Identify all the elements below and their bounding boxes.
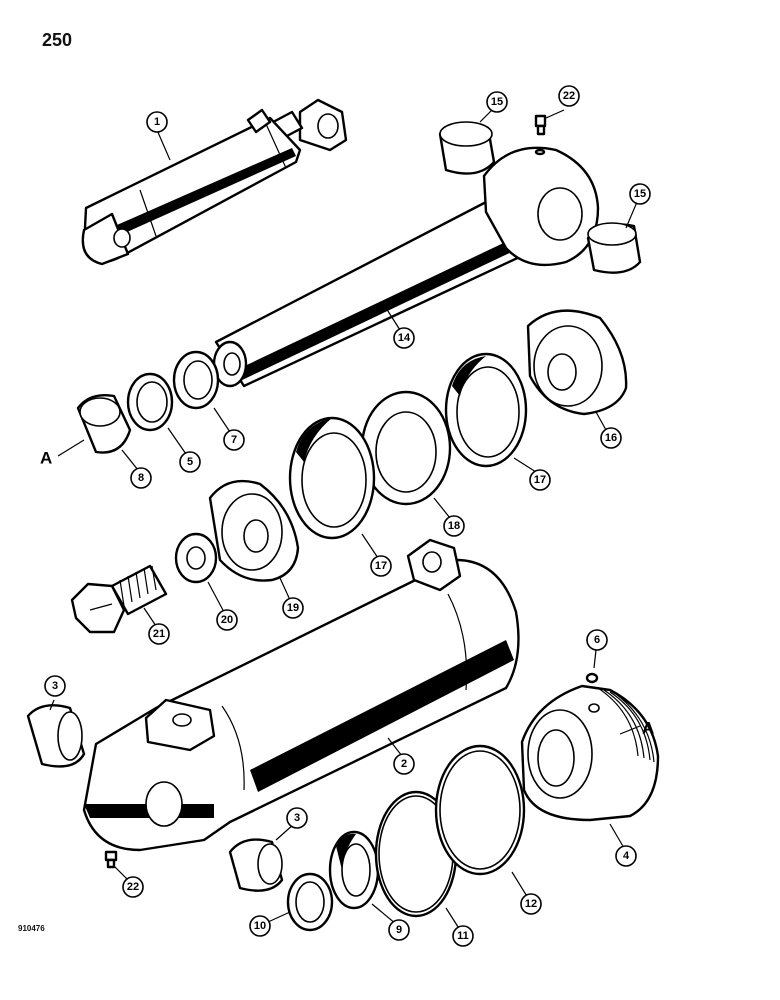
part-21-bolt — [70, 564, 168, 634]
part-3-bushing-left — [26, 704, 86, 768]
svg-text:2: 2 — [401, 758, 407, 770]
svg-text:17: 17 — [534, 474, 546, 486]
svg-text:9: 9 — [396, 924, 402, 936]
part-5-seal-ring — [126, 372, 174, 432]
svg-text:14: 14 — [398, 332, 411, 344]
svg-text:3: 3 — [52, 680, 58, 692]
part-9-rod-seal — [328, 830, 380, 910]
svg-text:4: 4 — [623, 850, 630, 862]
part-17-piston-ring-upper — [444, 352, 528, 468]
callout-4: 4 — [615, 845, 637, 867]
svg-text:10: 10 — [254, 920, 266, 932]
callout-6: 6 — [586, 629, 608, 651]
part-17-piston-ring-lower — [288, 416, 376, 540]
svg-text:19: 19 — [287, 602, 299, 614]
svg-text:8: 8 — [138, 472, 144, 484]
callout-19: 19 — [282, 597, 304, 619]
part-14-piston-rod — [212, 146, 600, 388]
svg-text:3: 3 — [294, 812, 300, 824]
callout-1: 1 — [146, 111, 168, 133]
section-marker-a-right: A — [642, 719, 654, 738]
svg-text:12: 12 — [525, 898, 537, 910]
callout-14: 14 — [393, 327, 415, 349]
part-1-cylinder-assembly — [81, 98, 348, 266]
svg-text:18: 18 — [448, 520, 460, 532]
part-3-bushing-lower — [228, 838, 284, 892]
callout-15-upper: 15 — [486, 91, 508, 113]
svg-text:15: 15 — [491, 96, 503, 108]
part-19-piston — [208, 479, 300, 582]
callout-3-lower: 3 — [286, 807, 308, 829]
callout-5: 5 — [179, 451, 201, 473]
callout-3-left: 3 — [44, 675, 66, 697]
svg-text:22: 22 — [563, 90, 575, 102]
part-2-cylinder-tube — [82, 538, 520, 852]
callout-8: 8 — [130, 467, 152, 489]
callout-22-lower: 22 — [122, 876, 144, 898]
part-22-grease-fitting-top — [534, 114, 547, 136]
callout-18: 18 — [443, 515, 465, 537]
svg-text:15: 15 — [634, 188, 646, 200]
svg-text:20: 20 — [221, 614, 233, 626]
svg-text:7: 7 — [231, 434, 237, 446]
part-4-gland — [520, 672, 660, 822]
callout-21: 21 — [148, 623, 170, 645]
part-10-backup-ring — [286, 872, 334, 932]
callout-11: 11 — [452, 925, 474, 947]
svg-text:21: 21 — [153, 628, 165, 640]
callout-17-upper: 17 — [529, 469, 551, 491]
callout-17-lower: 17 — [370, 555, 392, 577]
part-16-head — [526, 309, 628, 416]
svg-text:1: 1 — [154, 116, 160, 128]
callout-7: 7 — [223, 429, 245, 451]
part-18-seal — [360, 390, 452, 506]
callout-9: 9 — [388, 919, 410, 941]
svg-text:22: 22 — [127, 881, 139, 893]
part-7-rod-seal — [172, 350, 220, 410]
part-8-wiper-seal — [76, 394, 132, 454]
callout-10: 10 — [249, 915, 271, 937]
part-12-backup-ring — [434, 744, 526, 876]
svg-text:17: 17 — [375, 560, 387, 572]
svg-text:11: 11 — [457, 930, 469, 942]
svg-text:6: 6 — [594, 634, 600, 646]
part-15-bushing-right — [586, 222, 642, 274]
part-22-grease-fitting-lower — [104, 850, 118, 869]
callout-12: 12 — [520, 893, 542, 915]
callout-2: 2 — [393, 753, 415, 775]
part-20-washer — [174, 532, 218, 584]
callout-15-right: 15 — [629, 183, 651, 205]
callout-20: 20 — [216, 609, 238, 631]
page-number: 250 — [42, 30, 73, 50]
svg-text:5: 5 — [187, 456, 193, 468]
svg-text:16: 16 — [605, 432, 617, 444]
callout-16: 16 — [600, 427, 622, 449]
leader-lines — [49, 107, 641, 931]
section-marker-a-left: A — [40, 449, 52, 468]
diagram-code: 910476 — [18, 924, 45, 933]
callout-22-upper: 22 — [558, 85, 580, 107]
part-15-bushing-upper — [438, 121, 496, 175]
